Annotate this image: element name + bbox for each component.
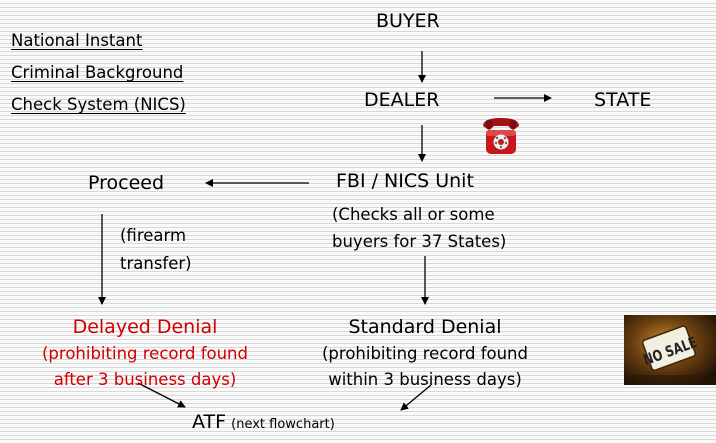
nics-title-line-1: National Instant <box>11 31 143 50</box>
delayed-note-line-1: (prohibiting record found <box>41 344 248 363</box>
fbi-note-line-1: (Checks all or some <box>332 205 495 224</box>
node-dealer: DEALER <box>364 89 440 111</box>
node-standard-denial: Standard Denial <box>348 316 502 338</box>
nics-title-line-2: Criminal Background <box>11 63 184 82</box>
no-sale-sign-icon: NO SALE <box>624 315 716 385</box>
arrow-delayed-to-atf <box>137 382 186 408</box>
arrow-standard-to-atf <box>400 384 432 411</box>
atf-label: ATF <box>192 411 227 433</box>
node-atf: ATF (next flowchart) <box>192 413 335 432</box>
standard-note-line-1: (prohibiting record found <box>321 344 528 363</box>
nics-title-line-3: Check System (NICS) <box>11 95 186 114</box>
node-delayed-denial: Delayed Denial <box>72 316 218 338</box>
proceed-note-line-1: (firearm <box>120 226 187 245</box>
atf-note: (next flowchart) <box>231 417 335 432</box>
proceed-note-line-2: transfer) <box>120 254 192 273</box>
node-proceed: Proceed <box>88 172 165 194</box>
telephone-icon <box>482 114 520 156</box>
node-state: STATE <box>594 89 652 111</box>
node-fbi-nics-unit: FBI / NICS Unit <box>336 170 474 192</box>
delayed-note-line-2: after 3 business days) <box>53 370 237 389</box>
standard-note-line-2: within 3 business days) <box>328 370 522 389</box>
node-buyer: BUYER <box>376 10 440 32</box>
fbi-note-line-2: buyers for 37 States) <box>332 232 507 251</box>
